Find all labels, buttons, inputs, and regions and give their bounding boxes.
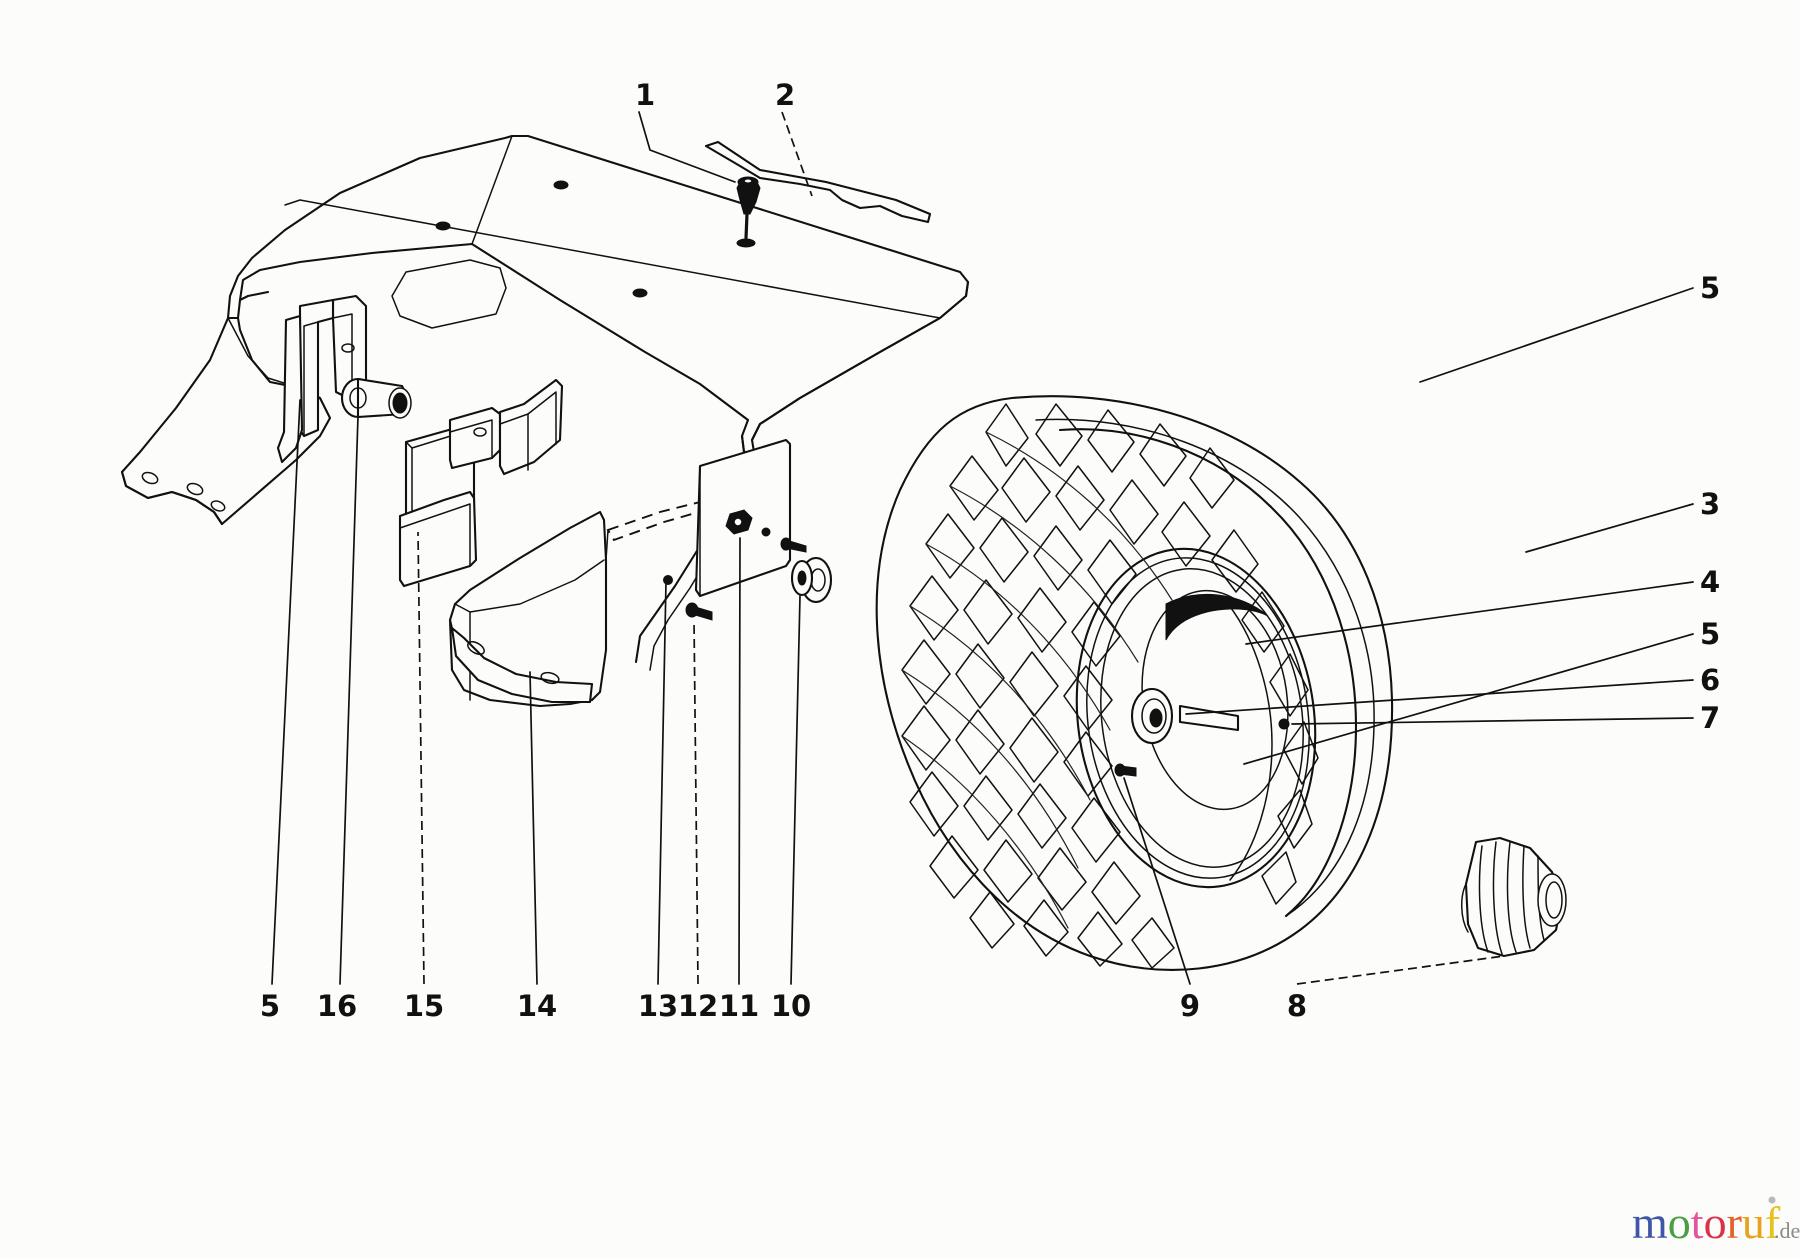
rubber-boot-part	[1461, 836, 1567, 958]
fender-assembly	[120, 134, 970, 708]
watermark-letter-o1: o	[1668, 1197, 1691, 1248]
callout-number: 9	[1180, 989, 1200, 1023]
watermark-letter-o2: o	[1704, 1197, 1727, 1248]
watermark-letter-r: r	[1727, 1197, 1742, 1248]
watermark-letter-f: f	[1765, 1197, 1781, 1248]
callout-numbers: 1 2 5 3 4 5 6 7 5 16 15 14 13 12 11 10 9…	[260, 78, 1720, 1023]
svg-text:motoruf: motoruf	[1632, 1197, 1781, 1248]
bushing-part	[340, 377, 412, 419]
callout-number: 16	[317, 989, 357, 1023]
watermark-letter-u: u	[1742, 1197, 1765, 1248]
callout-number: 6	[1700, 663, 1720, 697]
tire-tread	[901, 403, 1319, 969]
watermark-dot	[1768, 1196, 1776, 1204]
callout-number: 8	[1287, 989, 1307, 1023]
tire-and-wheel	[875, 395, 1394, 971]
callout-number: 5	[260, 989, 280, 1023]
watermark-letter-m: m	[1632, 1197, 1668, 1248]
axle-hardware	[685, 509, 833, 621]
callout-number: 15	[404, 989, 444, 1023]
callout-number: 1	[635, 78, 655, 112]
watermark-suffix: .de	[1774, 1218, 1800, 1243]
callout-number: 3	[1700, 487, 1720, 521]
callout-number: 5	[1700, 271, 1720, 305]
callout-number: 14	[517, 989, 557, 1023]
callout-number: 7	[1700, 701, 1720, 735]
leader-lines	[271, 111, 1694, 985]
callout-number: 10	[771, 989, 811, 1023]
top-hardware	[704, 140, 932, 248]
callout-number: 11	[719, 989, 759, 1023]
fender-rivets	[435, 180, 648, 298]
callout-number: 2	[775, 78, 795, 112]
callout-number: 12	[678, 989, 718, 1023]
callout-number: 4	[1700, 565, 1720, 599]
callout-number: 13	[638, 989, 678, 1023]
motoruf-watermark: motoruf .de	[1632, 1196, 1800, 1248]
callout-number: 5	[1700, 617, 1720, 651]
watermark-letter-t: t	[1691, 1197, 1704, 1248]
